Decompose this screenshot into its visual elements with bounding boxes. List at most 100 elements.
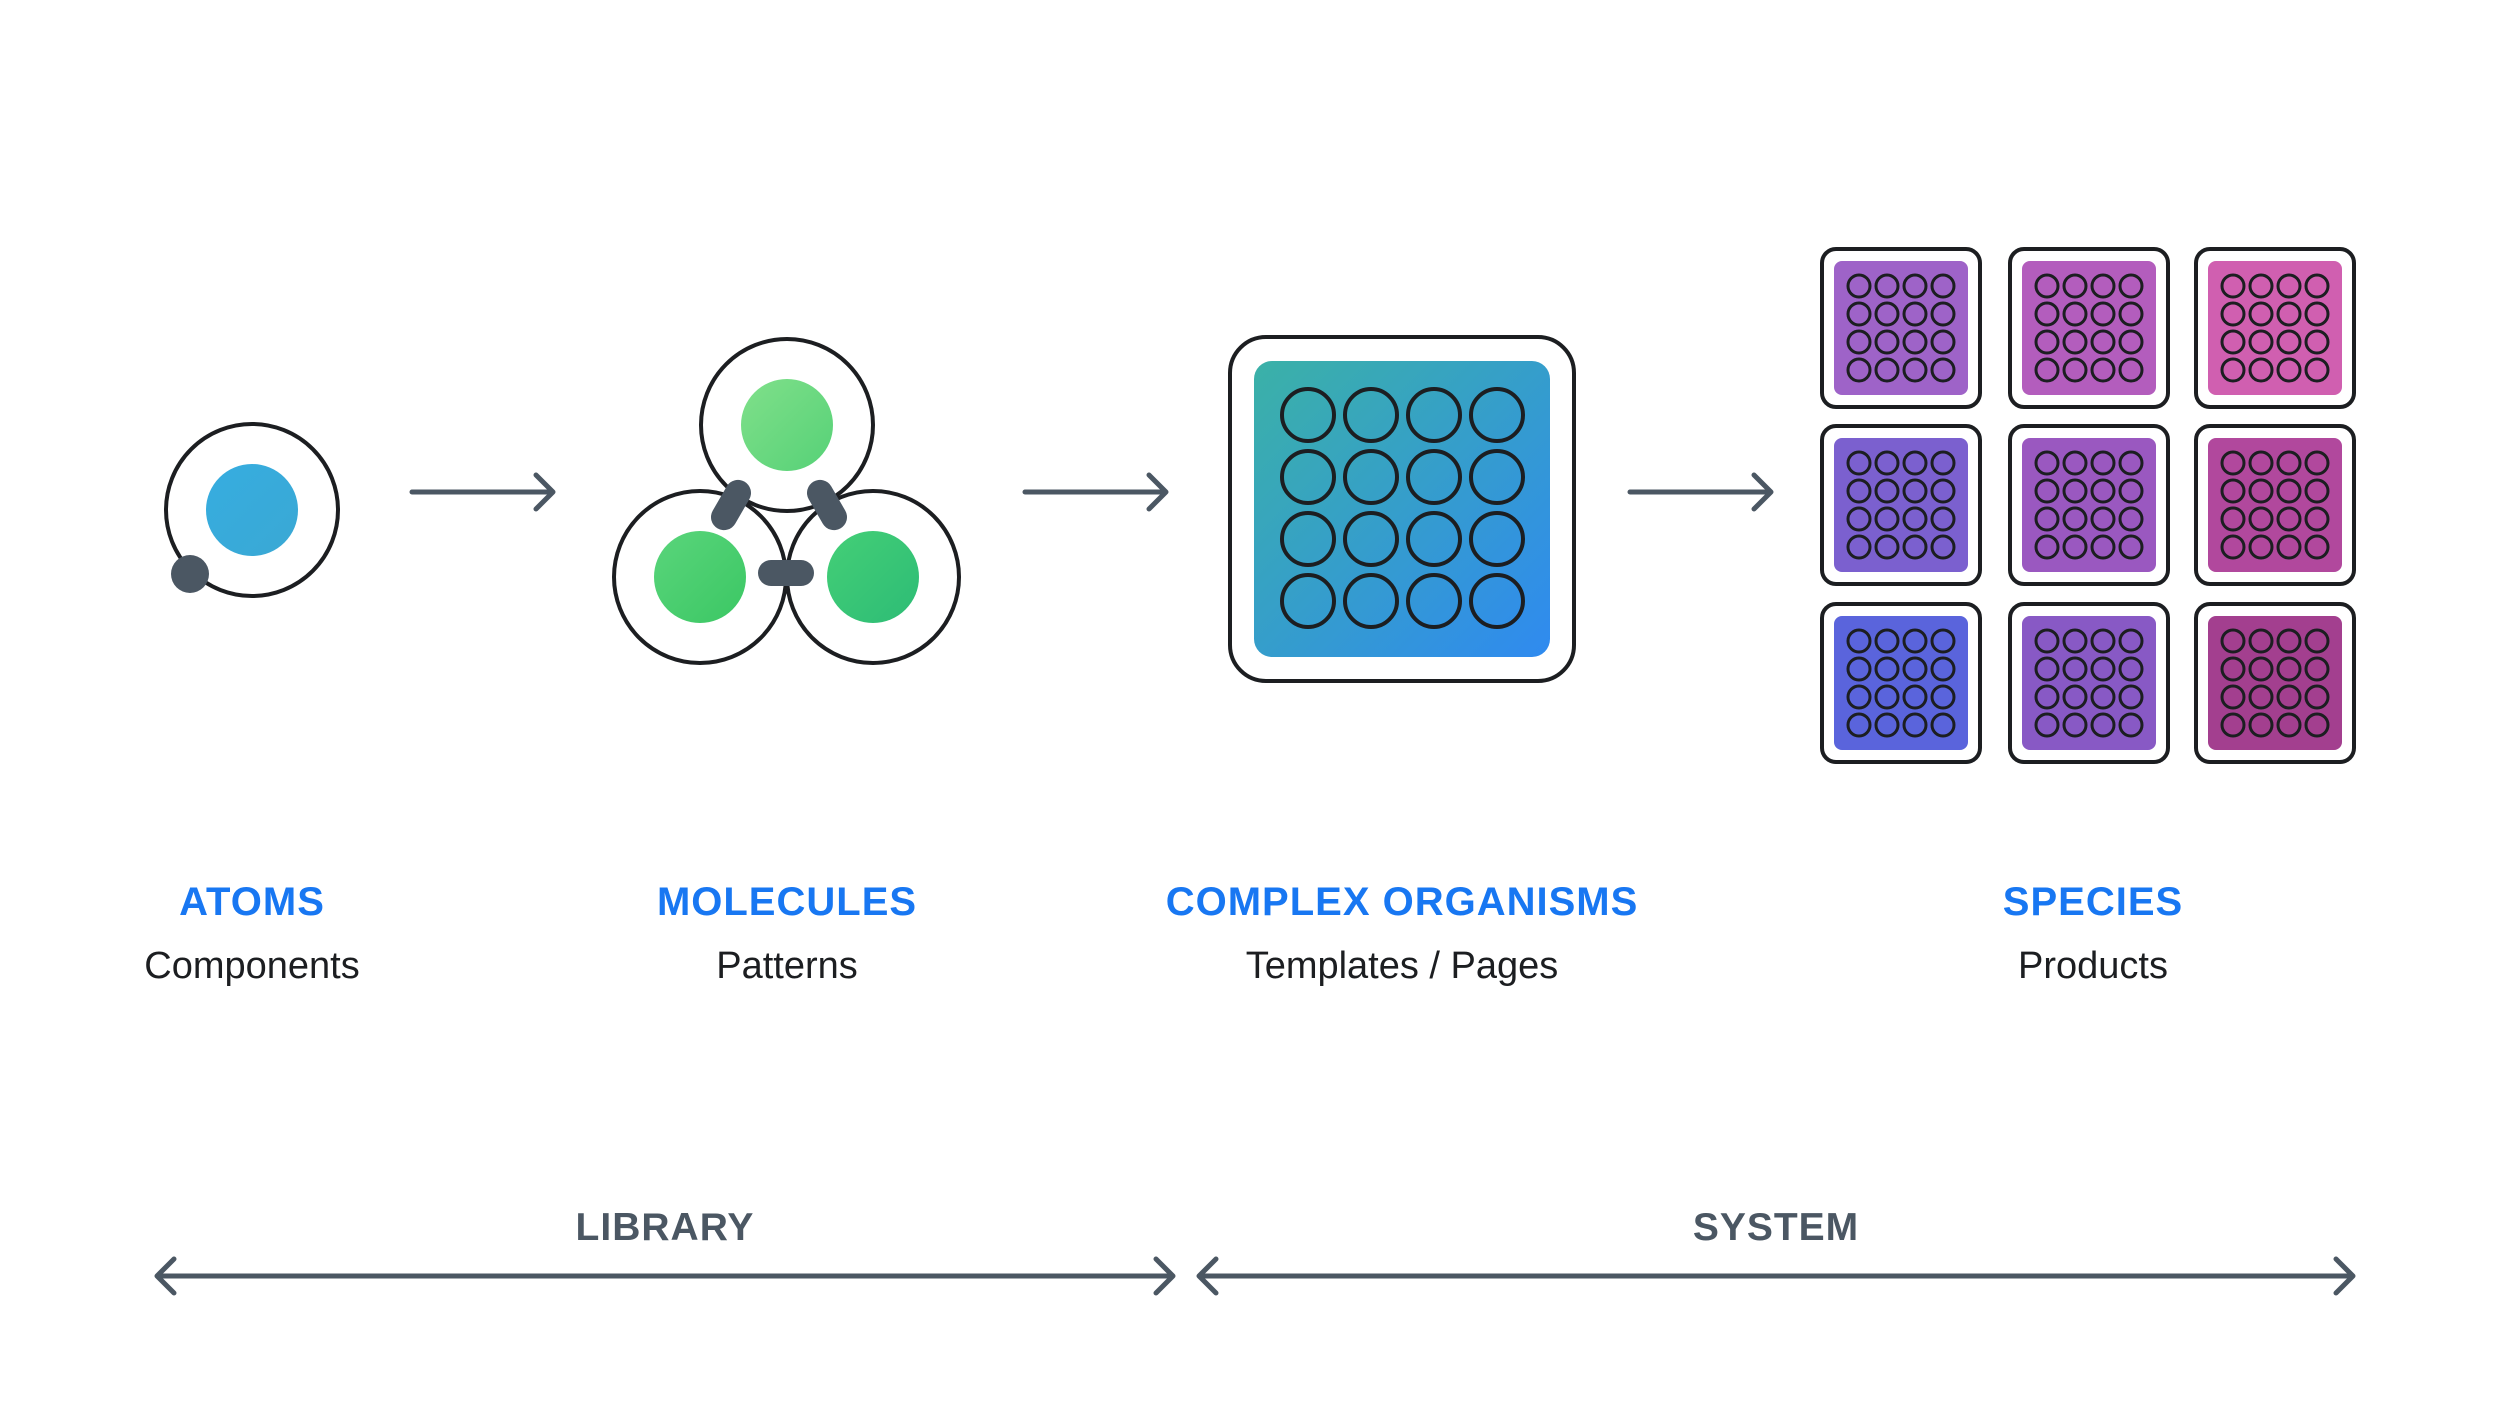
species-cell xyxy=(1930,712,1956,738)
species-cell xyxy=(1930,656,1956,682)
species-cell xyxy=(2248,273,2274,299)
organism-icon xyxy=(1228,335,1576,683)
organism-cell xyxy=(1406,573,1462,629)
species-cell xyxy=(2276,357,2302,383)
stage-molecules: MOLECULES Patterns xyxy=(487,878,1087,990)
species-cell xyxy=(2118,329,2144,355)
species-cell xyxy=(2304,534,2330,560)
species-cell xyxy=(2090,273,2116,299)
species-organism xyxy=(2008,602,2170,764)
species-cell xyxy=(1846,712,1872,738)
species-cell xyxy=(2248,534,2274,560)
species-cell xyxy=(1902,656,1928,682)
species-cell xyxy=(2220,684,2246,710)
species-cell xyxy=(1846,329,1872,355)
organism-cell xyxy=(1406,449,1462,505)
species-cell xyxy=(1846,656,1872,682)
species-cell xyxy=(2034,478,2060,504)
species-organism xyxy=(2194,602,2356,764)
species-cell xyxy=(2062,506,2088,532)
species-cell xyxy=(2090,628,2116,654)
species-organism xyxy=(2194,247,2356,409)
species-cell xyxy=(2090,534,2116,560)
stage-title: ATOMS xyxy=(179,880,325,924)
species-cell xyxy=(2220,534,2246,560)
species-cell xyxy=(1846,684,1872,710)
species-cell xyxy=(2118,712,2144,738)
species-cell xyxy=(2034,628,2060,654)
arrow-right-icon xyxy=(409,472,556,512)
species-cell xyxy=(2304,656,2330,682)
organism-cell xyxy=(1280,387,1336,443)
species-cell xyxy=(2118,684,2144,710)
species-cell xyxy=(2118,357,2144,383)
species-icon xyxy=(1820,247,2356,764)
species-cell xyxy=(2276,329,2302,355)
species-cell xyxy=(1874,628,1900,654)
species-cell xyxy=(2118,628,2144,654)
species-cell xyxy=(1846,506,1872,532)
system-range-arrow xyxy=(1196,1256,2356,1296)
species-cell xyxy=(1930,357,1956,383)
species-cell xyxy=(2118,506,2144,532)
species-cell xyxy=(2304,684,2330,710)
species-cell xyxy=(2248,329,2274,355)
species-cell xyxy=(2276,301,2302,327)
species-cell xyxy=(2248,506,2274,532)
species-cell xyxy=(2090,450,2116,476)
species-cell xyxy=(1930,329,1956,355)
organism-cells xyxy=(1280,387,1525,629)
organism-cell xyxy=(1343,387,1399,443)
species-cell xyxy=(2118,478,2144,504)
species-cell xyxy=(2090,301,2116,327)
species-cell xyxy=(1874,478,1900,504)
organism-cell xyxy=(1280,573,1336,629)
species-organism xyxy=(2008,247,2170,409)
species-cell xyxy=(2034,684,2060,710)
stage-title: SPECIES xyxy=(2002,880,2184,924)
species-cell xyxy=(2062,450,2088,476)
species-cell xyxy=(2248,656,2274,682)
species-organism xyxy=(1820,424,1982,586)
species-cell xyxy=(2276,506,2302,532)
species-cell xyxy=(1846,273,1872,299)
species-cell xyxy=(2304,450,2330,476)
species-cell xyxy=(2062,684,2088,710)
species-cell xyxy=(1902,628,1928,654)
species-cell xyxy=(1902,478,1928,504)
species-cell xyxy=(1846,534,1872,560)
species-cell xyxy=(1902,506,1928,532)
species-cell xyxy=(2062,357,2088,383)
species-cell xyxy=(2062,656,2088,682)
species-cell xyxy=(1902,534,1928,560)
species-cell xyxy=(2276,273,2302,299)
species-cell xyxy=(2118,273,2144,299)
species-cell xyxy=(2276,684,2302,710)
species-cell xyxy=(1874,506,1900,532)
organism-cell xyxy=(1343,511,1399,567)
stage-atoms: ATOMS Components xyxy=(0,878,552,990)
species-cell xyxy=(1930,684,1956,710)
species-cell xyxy=(2276,656,2302,682)
species-organism xyxy=(1820,602,1982,764)
species-cell xyxy=(2034,450,2060,476)
species-cell xyxy=(1902,712,1928,738)
species-cell xyxy=(1930,301,1956,327)
species-cell xyxy=(2090,712,2116,738)
species-cell xyxy=(2090,478,2116,504)
species-cell xyxy=(2220,357,2246,383)
species-cell xyxy=(1846,450,1872,476)
species-cell xyxy=(2304,273,2330,299)
stage-complex-organisms: COMPLEX ORGANISMS Templates / Pages xyxy=(1102,878,1702,990)
molecule-atom-left xyxy=(654,531,746,623)
stage-title: COMPLEX ORGANISMS xyxy=(1165,880,1639,924)
molecule-atom-top xyxy=(741,379,833,471)
species-cell xyxy=(2220,656,2246,682)
species-cell xyxy=(1930,273,1956,299)
species-cell xyxy=(2062,712,2088,738)
species-cell xyxy=(2304,628,2330,654)
molecule-icon xyxy=(612,337,961,665)
organism-cell xyxy=(1406,511,1462,567)
species-cell xyxy=(2276,478,2302,504)
species-cell xyxy=(1874,656,1900,682)
